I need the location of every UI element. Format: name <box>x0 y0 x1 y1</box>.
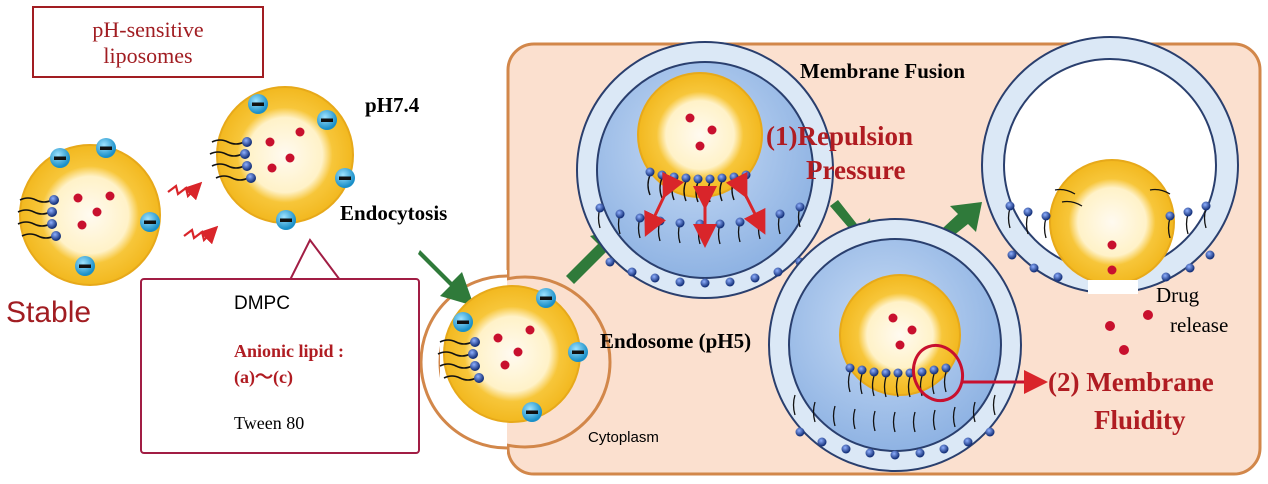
anionic-bead-icon <box>50 138 160 276</box>
membrane-fusion-label: Membrane Fusion <box>800 59 966 83</box>
title-line-1: pH-sensitive <box>92 17 204 42</box>
released-drug-dot <box>1119 345 1129 355</box>
internalized-liposome <box>437 285 588 423</box>
fluidity-label-1: (2) Membrane <box>1048 367 1214 397</box>
stable-liposome-left <box>17 138 161 286</box>
stable-label: Stable <box>6 296 92 329</box>
drug-release-label-2: release <box>1170 313 1229 337</box>
fluidity-label-2: Fluidity <box>1094 405 1186 435</box>
legend-dmpc-label: DMPC <box>234 293 290 314</box>
drug-release-label-1: Drug <box>1156 283 1200 307</box>
legend-callout-pointer <box>289 238 341 281</box>
endocytosis-arrow <box>418 250 474 306</box>
cytoplasm-label: Cytoplasm <box>588 429 659 446</box>
interaction-zigzag-arrows <box>167 181 219 245</box>
released-drug-dot <box>1143 310 1153 320</box>
legend-tween-label: Tween 80 <box>234 413 305 433</box>
repulsion-label-2: Pressure <box>806 155 906 185</box>
endosome-fluidity <box>768 218 1048 472</box>
fluidity-highlight-ring <box>911 343 965 403</box>
title-line-2: liposomes <box>103 43 193 68</box>
released-drug-dot <box>1105 321 1115 331</box>
stable-liposome-right <box>209 86 355 230</box>
endosome-label: Endosome (pH5) <box>600 329 752 353</box>
endosome-repulsion <box>576 41 834 299</box>
endocytosis-label: Endocytosis <box>340 201 448 225</box>
legend-anionic-label-2: (a)～(c) <box>234 367 293 387</box>
repulsion-arrows <box>644 171 766 248</box>
legend-anionic-label-1: Anionic lipid : <box>234 341 345 361</box>
legend-box: DMPC Anionic lipid : (a)～(c) Tween 80 <box>140 278 420 454</box>
endosome-release <box>981 36 1239 355</box>
repulsion-label-1: (1)Repulsion <box>766 121 914 151</box>
ph74-label: pH7.4 <box>365 93 420 117</box>
title-box: pH-sensitive liposomes <box>32 6 264 78</box>
